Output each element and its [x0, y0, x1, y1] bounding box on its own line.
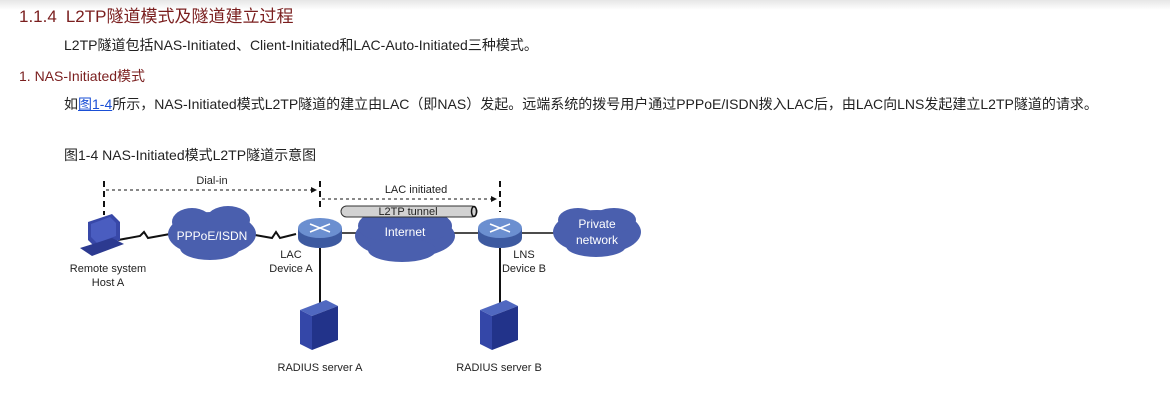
tunnel-label: L2TP tunnel [378, 206, 437, 218]
radius-server-b-icon [480, 300, 518, 350]
paragraph-text: 所示，NAS-Initiated模式L2TP隧道的建立由LAC（即NAS）发起。… [112, 96, 1098, 112]
private-label-2: network [576, 233, 619, 247]
private-label-1: Private [578, 217, 616, 231]
host-label-2: Host A [92, 277, 125, 289]
figure-link[interactable]: 图1-4 [78, 96, 113, 112]
section-heading: 1.1.4 L2TP隧道模式及隧道建立过程 [19, 2, 293, 27]
lac-label-1: LAC [280, 249, 301, 261]
lac-label-2: Device A [269, 263, 313, 275]
private-network-cloud: Private network [553, 208, 641, 257]
lac-initiated-label: LAC initiated [385, 184, 447, 196]
internet-label: Internet [385, 225, 426, 239]
dial-in-label: Dial-in [196, 175, 227, 187]
top-shadow [0, 0, 1170, 10]
pppoe-isdn-cloud: PPPoE/ISDN [168, 206, 256, 260]
figure-caption: 图1-4 NAS-Initiated模式L2TP隧道示意图 [64, 147, 317, 163]
l2tp-tunnel: L2TP tunnel [340, 205, 478, 218]
paragraph-prefix: 如 [64, 96, 78, 112]
section-number: 1.1.4 [19, 7, 57, 26]
section-title: L2TP隧道模式及隧道建立过程 [65, 7, 294, 26]
lns-router-icon [478, 218, 522, 248]
dashed-guides [103, 181, 501, 215]
host-computer-icon [80, 214, 124, 256]
lac-initiated-arrow: LAC initiated [322, 184, 497, 202]
pppoe-label: PPPoE/ISDN [177, 229, 248, 243]
radius-b-label: RADIUS server B [456, 362, 542, 374]
radius-a-label: RADIUS server A [278, 362, 364, 374]
radius-server-a-icon [300, 300, 338, 350]
lns-label-2: Device B [502, 263, 546, 275]
lac-router-icon [298, 218, 342, 248]
dial-in-arrow: Dial-in [106, 175, 317, 193]
lns-label-1: LNS [513, 249, 534, 261]
subsection-heading: 1. NAS-Initiated模式 [19, 68, 146, 84]
host-label-1: Remote system [70, 263, 146, 275]
intro-paragraph: L2TP隧道包括NAS-Initiated、Client-Initiated和L… [64, 37, 538, 53]
internet-cloud: Internet [355, 212, 455, 262]
description-paragraph: 如图1-4所示，NAS-Initiated模式L2TP隧道的建立由LAC（即NA… [64, 94, 1104, 115]
